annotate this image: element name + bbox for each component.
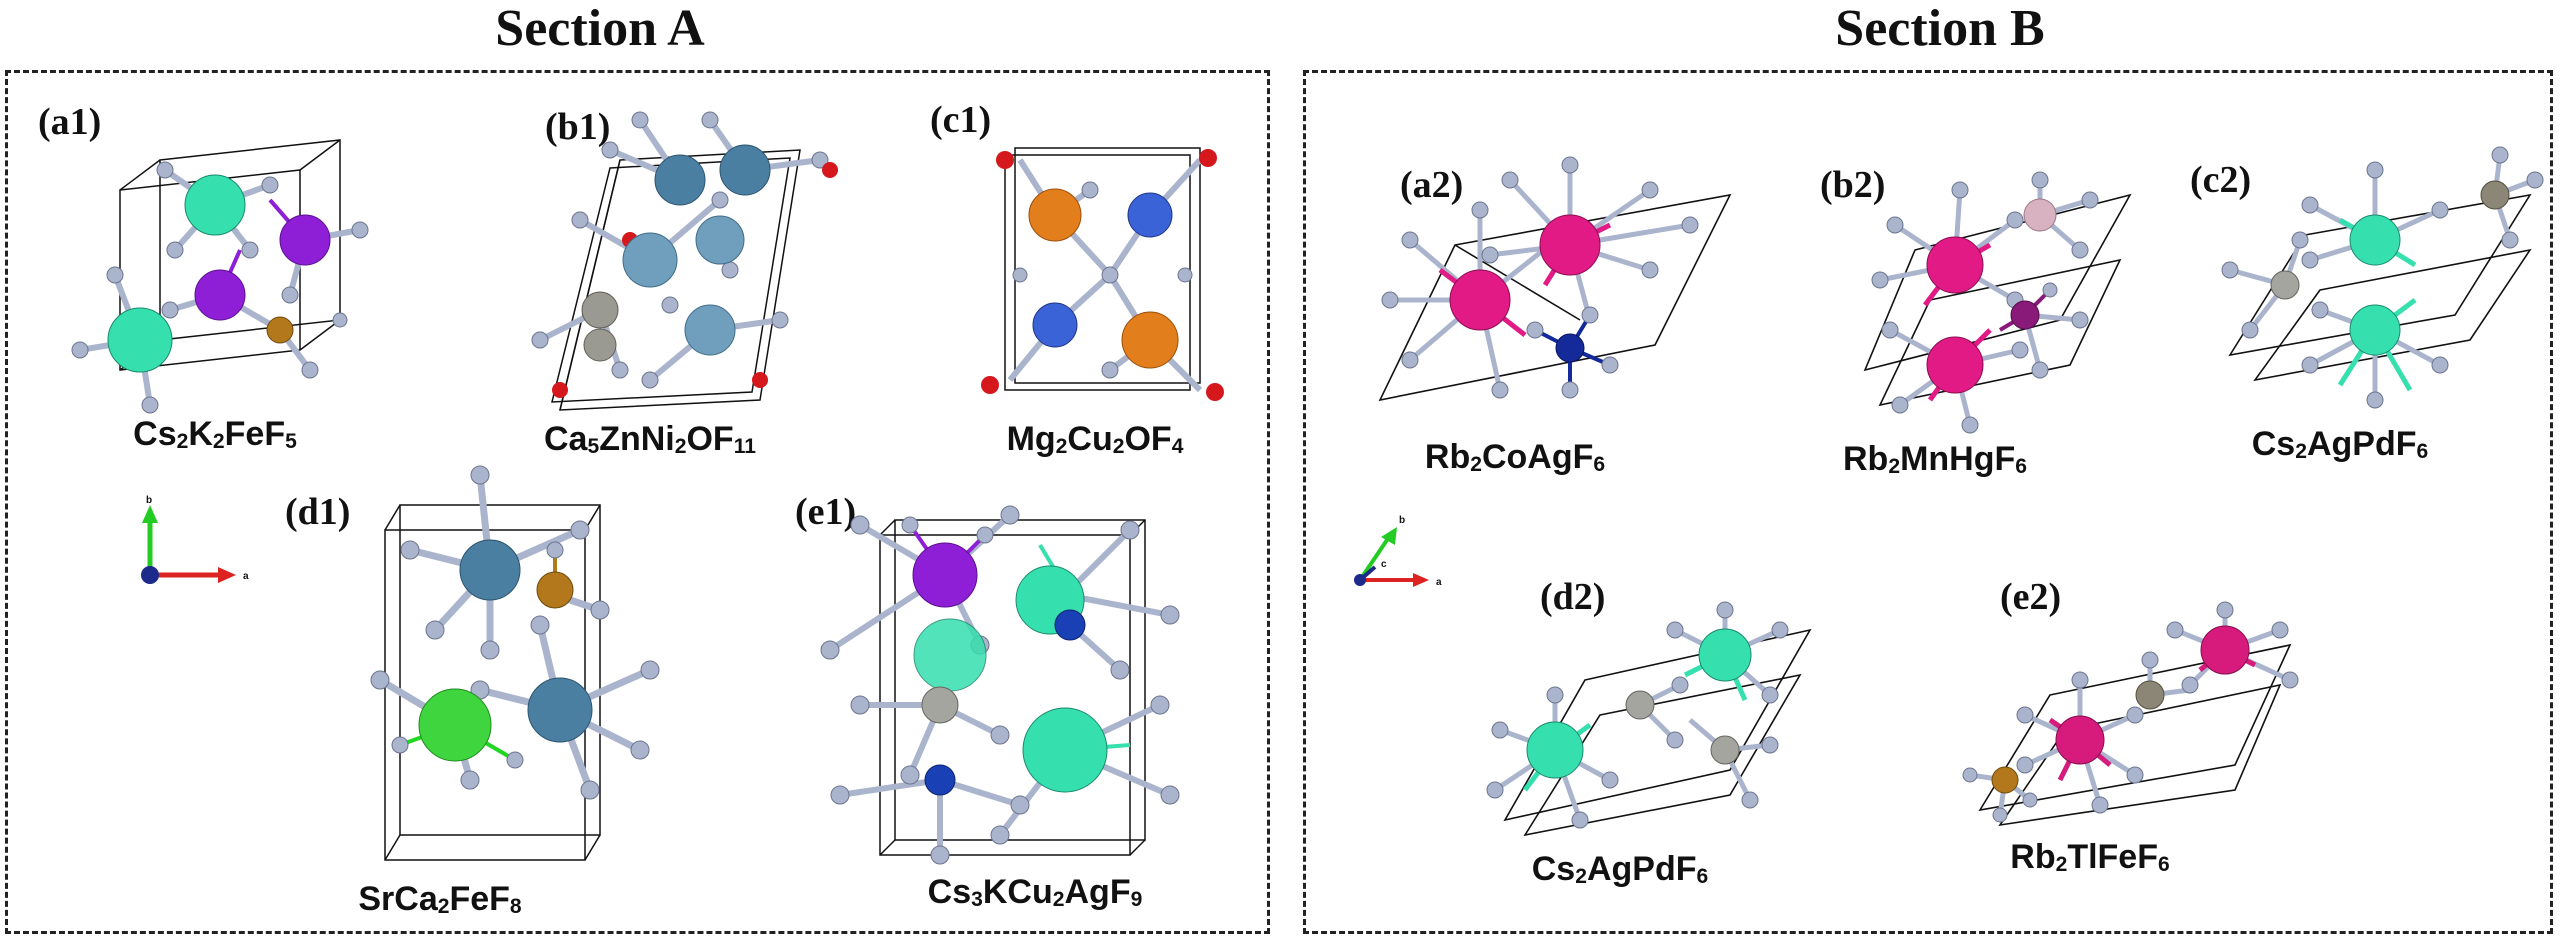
axis-label-b: b: [146, 495, 152, 506]
structure-label-a1: (a1): [38, 101, 102, 143]
structure-label-c1: (c1): [930, 99, 992, 141]
formula-e1: Cs3KCu2AgF9: [927, 873, 1143, 912]
structure-label-c2: (c2): [2190, 159, 2252, 201]
structure-label-b1: (b1): [545, 106, 611, 148]
formula-c2: Cs2AgPdF6: [2251, 425, 2429, 464]
formula-a2: Rb2CoAgF6: [1424, 438, 1606, 477]
crystal-structure-e2: [1962, 601, 2299, 827]
formula-b1: Ca5ZnNi2OF11: [544, 420, 756, 459]
structure-label-e2: (e2): [2000, 576, 2062, 618]
axis-label-a: a: [243, 571, 249, 582]
formula-d1: SrCa2FeF8: [358, 880, 522, 919]
structure-label-e1: (e1): [795, 491, 857, 533]
structure-label-d2: (d2): [1540, 576, 1606, 618]
formula-c1: Mg2Cu2OF4: [1006, 420, 1184, 459]
structure-label-b2: (b2): [1820, 164, 1886, 206]
axes-indicator-b: b a c: [1354, 515, 1442, 588]
formula-a1: Cs2K2FeF5: [133, 415, 297, 454]
crystal-structure-d1: [370, 465, 660, 861]
structure-label-a2: (a2): [1400, 164, 1464, 206]
axes-indicator-a: b a: [141, 495, 249, 584]
crystal-structure-a1: [71, 139, 369, 414]
crystal-structure-c1: [981, 147, 1224, 401]
formula-b2: Rb2MnHgF6: [1843, 440, 2027, 479]
section-a-panel: [5, 70, 1270, 934]
section-a-title: Section A: [495, 0, 705, 57]
section-b-title: Section B: [1835, 0, 2045, 57]
axis-label-c: c: [1381, 559, 1387, 570]
crystal-structure-b2: [1863, 171, 2132, 434]
formula-e2: Rb2TlFeF6: [2010, 838, 2170, 877]
crystal-structure-b1: [531, 111, 838, 411]
crystal-structure-a2: [1378, 156, 1732, 402]
structure-label-d1: (d1): [285, 491, 351, 533]
section-b-panel: [1303, 70, 2553, 934]
crystal-structure-d2: [1486, 601, 1812, 837]
axis-label-a: a: [1436, 577, 1442, 588]
axis-label-b: b: [1399, 515, 1405, 526]
formula-d2: Cs2AgPdF6: [1531, 850, 1709, 889]
crystal-structure-e1: [820, 505, 1180, 865]
crystal-structure-c2: [2221, 146, 2544, 409]
